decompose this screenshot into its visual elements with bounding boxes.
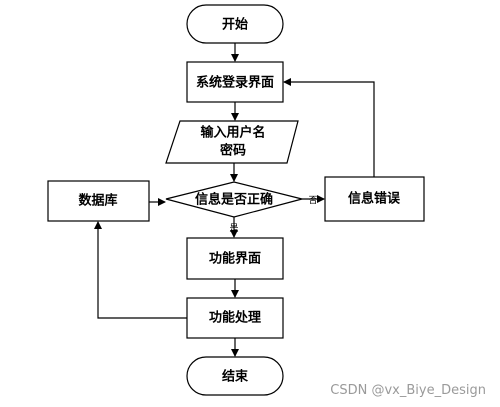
error-node: 信息错误 (324, 176, 425, 222)
login-screen-node: 系统登录界面 (186, 61, 284, 103)
edge-label-no: 否 (308, 195, 317, 206)
decision-label: 信息是否正确 (195, 192, 273, 208)
edge-error-to-login (283, 78, 375, 177)
edge-label-yes: 是 (229, 223, 238, 234)
start-node: 开始 (186, 4, 284, 44)
input-credentials-node: 输入用户名 密码 (165, 120, 299, 164)
input-label-line2: 密码 (219, 143, 246, 159)
start-label: 开始 (222, 17, 248, 33)
edge-process-to-database (94, 221, 187, 319)
login-screen-box (186, 61, 284, 103)
decision-node: 信息是否正确 (165, 181, 303, 218)
end-node: 结束 (186, 356, 284, 396)
database-node: 数据库 (47, 180, 150, 222)
database-box (47, 180, 150, 222)
end-label: 结束 (222, 369, 249, 385)
login-screen-label: 系统登录界面 (196, 75, 274, 91)
error-label: 信息错误 (348, 191, 401, 207)
input-parallelogram-shape (165, 120, 299, 164)
input-label-line1: 输入用户名 (200, 125, 265, 141)
database-label: 数据库 (78, 193, 117, 209)
function-screen-node: 功能界面 (186, 237, 284, 280)
function-process-node: 功能处理 (186, 297, 284, 339)
function-process-box (186, 297, 284, 339)
function-process-label: 功能处理 (209, 310, 261, 326)
end-terminal-shape (186, 356, 284, 396)
function-screen-label: 功能界面 (209, 251, 261, 267)
watermark-text: CSDN @vx_Biye_Design (330, 383, 486, 398)
